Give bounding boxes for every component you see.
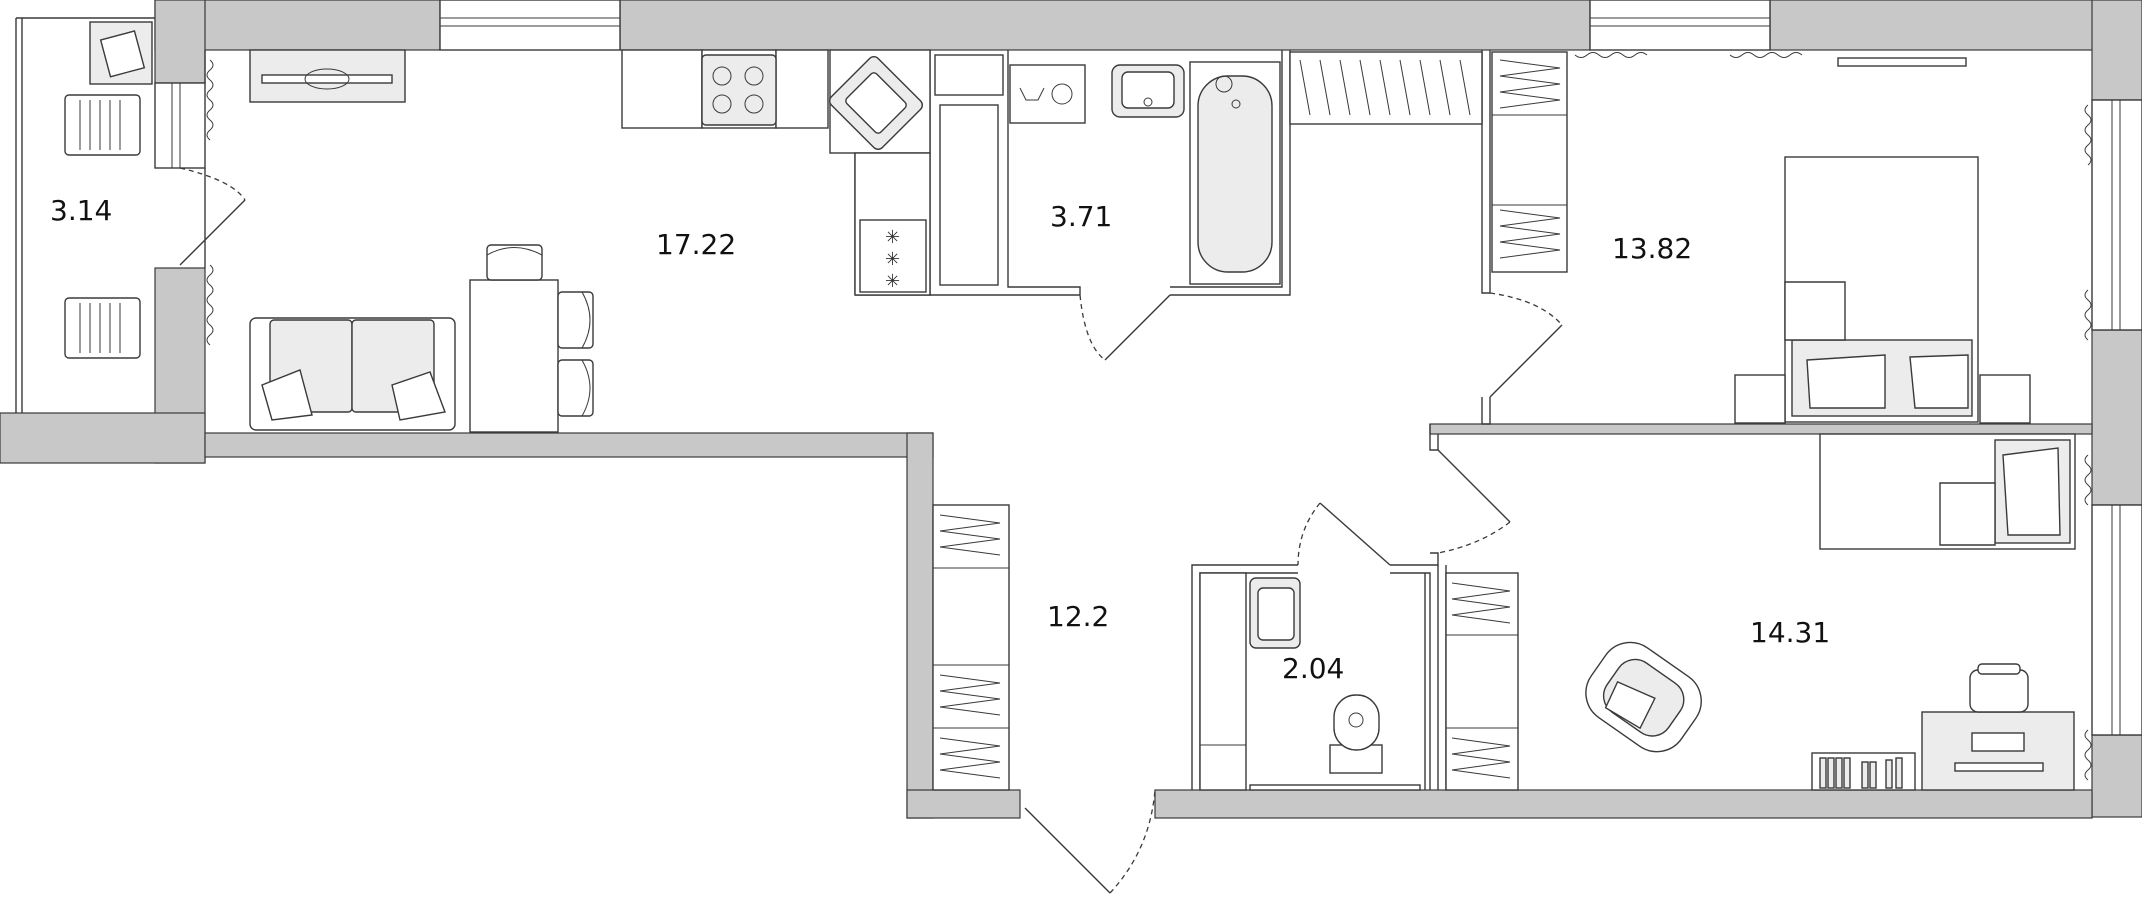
tv-icon <box>249 49 406 103</box>
svg-text:✳: ✳ <box>885 271 900 292</box>
desk-icon <box>1921 711 2075 791</box>
radiator-icon <box>206 59 214 346</box>
wardrobe-icon <box>1445 572 1519 791</box>
room-area-kitchen-living: 17.22 <box>656 228 736 261</box>
wall-living-bottom <box>204 432 934 458</box>
wall-balcony-bottom <box>0 412 206 464</box>
room-area-hallway: 12.2 <box>1047 600 1109 633</box>
nightstand-icon <box>1734 374 2031 424</box>
deck-chair-icon <box>64 94 141 156</box>
doors <box>179 167 1563 894</box>
radiator-icon <box>1574 52 2092 341</box>
sink-icon <box>1111 64 1185 118</box>
wardrobe-icon <box>1289 51 1483 125</box>
door-bedroom-1 <box>1489 324 1563 398</box>
shelf-icon <box>1249 784 1421 791</box>
window-kitchen <box>439 0 621 51</box>
chair-icon <box>557 291 594 349</box>
wall-right-top <box>2091 0 2142 101</box>
bookshelf-icon <box>1811 752 1916 791</box>
wall-bedrooms <box>1429 423 2093 435</box>
wall-balcony-top <box>154 0 206 84</box>
shelf-icon <box>1199 572 1247 791</box>
wardrobe-icon <box>934 54 1004 286</box>
toilet-icon <box>1329 694 1383 774</box>
door-balcony <box>179 199 246 266</box>
bed-icon <box>1784 156 1979 423</box>
sink-icon <box>1249 577 1301 649</box>
room-area-balcony: 3.14 <box>50 194 112 227</box>
room-area-bedroom-1: 13.82 <box>1612 232 1692 265</box>
svg-text:✳: ✳ <box>885 249 900 270</box>
deck-chair-icon <box>64 297 141 359</box>
wall-top-right <box>1769 0 2142 51</box>
wall-hall-left <box>906 432 934 819</box>
window-right-2 <box>2091 504 2142 736</box>
door-bathroom <box>1104 294 1171 361</box>
room-area-bedroom-2: 14.31 <box>1750 616 1830 649</box>
svg-text:✳: ✳ <box>885 227 900 248</box>
armchair-icon <box>1585 641 1702 753</box>
sofa-icon <box>249 317 456 431</box>
wall-hall-bottom-left <box>906 789 1021 819</box>
windows <box>154 0 2142 736</box>
door-entrance <box>1024 807 1111 894</box>
room-area-toilet: 2.04 <box>1282 652 1344 685</box>
wall-bottom-right <box>1154 789 2093 819</box>
window-right-1 <box>2091 99 2142 331</box>
dining-table-icon <box>469 279 559 433</box>
washing-machine-icon <box>1009 64 1086 124</box>
bed-icon <box>1819 433 2076 550</box>
wall-right-mid <box>2091 329 2142 506</box>
side-table-icon <box>89 21 153 85</box>
door-bedroom-2 <box>1437 449 1511 523</box>
wardrobe-icon <box>1491 51 1568 273</box>
wardrobe-icon <box>932 504 1010 791</box>
sink-icon <box>828 55 924 151</box>
chair-icon <box>486 244 543 281</box>
wall-right-bottom <box>2091 734 2142 818</box>
chair-icon <box>1969 663 2029 713</box>
stove-icon <box>701 54 777 126</box>
tv-icon <box>1837 57 1967 67</box>
wall-top-center <box>619 0 1591 51</box>
door-toilet <box>1319 502 1391 566</box>
chair-icon <box>557 359 594 417</box>
window-bedroom-1 <box>1589 0 1771 51</box>
dishwasher-icon: ✳ ✳ ✳ <box>859 219 927 293</box>
bathtub-icon <box>1189 61 1281 285</box>
radiator-icon <box>2084 454 2092 781</box>
room-area-bathroom: 3.71 <box>1050 200 1112 233</box>
